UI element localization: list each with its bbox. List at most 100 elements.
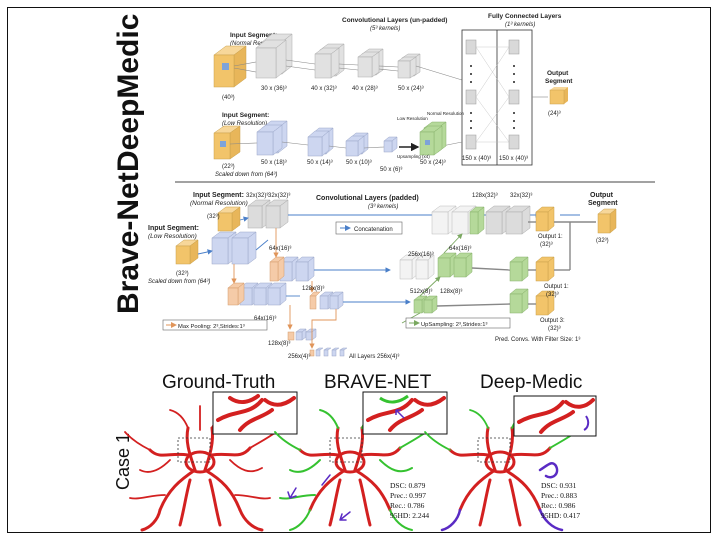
bn-upsampling-label: UpSampling: 2³,Strides:1³ bbox=[421, 322, 487, 328]
dm-output-size: (24)³ bbox=[548, 111, 561, 117]
dm-input-normal-cube bbox=[213, 45, 247, 88]
bn-input-normal-size: (32³) bbox=[207, 214, 220, 220]
bravenet-metric-dsc: DSC: 0.879 bbox=[390, 481, 426, 490]
dm-low-size-4: 50 x (6)³ bbox=[380, 167, 402, 173]
bn-input-low-cube bbox=[175, 239, 199, 265]
bn-decoder-stacks bbox=[399, 205, 555, 316]
bravenet-inset bbox=[362, 391, 448, 435]
dm-low-size-1: 50 x (18)³ bbox=[261, 160, 287, 166]
dm-normal-res-label: Normal Resolution bbox=[427, 111, 465, 116]
bravenet-metric-95hd: 95HD: 2.244 bbox=[390, 511, 430, 520]
bravenet-diagram: Input Segment: (Normal Resolution) Convo… bbox=[148, 192, 618, 360]
dm-upsampling-label: Upsampling (x4) bbox=[397, 154, 430, 159]
deepmedic-diagram: Input Segment: (Normal Resolution) Convo… bbox=[213, 13, 573, 178]
bravenet-metrics: DSC: 0.879 Prec.: 0.997 Rec.: 0.786 95HD… bbox=[390, 481, 429, 521]
dm-fc-block bbox=[461, 29, 548, 166]
bn-upsampling-legend: UpSampling: 2³,Strides:1³ bbox=[405, 317, 511, 329]
bravenet-metric-rec: Rec.: 0.786 bbox=[390, 501, 425, 510]
bn-input-low-size: (32³) bbox=[176, 271, 189, 277]
deepmedic-vessel-render bbox=[424, 409, 577, 532]
dm-fc-title: Fully Connected Layers bbox=[488, 13, 562, 20]
dm-input-low-sub: (Low Resolution) bbox=[222, 121, 267, 127]
bn-scaled: Scaled down from (64³) bbox=[148, 279, 210, 285]
bn-input-low-title: Input Segment: bbox=[148, 225, 199, 232]
dm-input-normal-sub: (Normal Resolution) bbox=[230, 41, 283, 47]
bn-conv-title: Convolutional Layers (padded) bbox=[316, 195, 419, 202]
bn-input-normal-sub: (Normal Resolution) bbox=[190, 200, 248, 207]
deepmedic-metric-95hd: 95HD: 0.417 bbox=[541, 511, 581, 520]
dm-output-sub: Segment bbox=[545, 78, 573, 85]
bn-size-label-2: 32x(32)³ bbox=[268, 193, 290, 199]
bn-input-normal-cube bbox=[217, 206, 241, 232]
bn-conv-sub: (3³ kernels) bbox=[368, 204, 398, 210]
dm-normal-size-3: 40 x (28)³ bbox=[352, 86, 378, 92]
bn-size-label-4: 128x(8)³ bbox=[302, 286, 324, 292]
deepmedic-metrics: DSC: 0.931 Prec.: 0.883 Rec.: 0.986 95HD… bbox=[541, 481, 580, 521]
dm-output-title: Output bbox=[547, 70, 569, 77]
dm-conv-sub: (5³ kernels) bbox=[370, 26, 400, 32]
dm-input-low-title: Input Segment: bbox=[222, 112, 269, 119]
dm-normal-size-2: 40 x (32)³ bbox=[311, 86, 337, 92]
bn-pooling-connectors bbox=[231, 228, 337, 349]
bn-output-title: Output bbox=[590, 192, 614, 199]
result-title-ground-truth: Ground-Truth bbox=[162, 372, 276, 393]
bn-size-label-6: 64x(16)³ bbox=[254, 316, 276, 322]
bn-input-low-sub: (Low Resolution) bbox=[148, 233, 197, 240]
bn-output3-label: Output 3: bbox=[540, 318, 565, 324]
bravenet-metric-prec: Prec.: 0.997 bbox=[390, 491, 427, 500]
dm-normal-size-1: 30 x (36)³ bbox=[261, 86, 287, 92]
bn-output-size: (32³) bbox=[596, 238, 609, 244]
bn-output1b-size: (32)³ bbox=[546, 292, 559, 298]
bn-size-label-1: 32x(32)³ bbox=[246, 193, 268, 199]
deepmedic-metric-prec: Prec.: 0.883 bbox=[541, 491, 578, 500]
dm-normal-size-4: 50 x (24)³ bbox=[398, 86, 424, 92]
dm-input-low-cube bbox=[213, 125, 241, 160]
bn-size-label-13: 128x(8)³ bbox=[440, 289, 462, 295]
bn-input-normal-title: Input Segment: bbox=[193, 192, 244, 199]
bn-max-pooling-label: Max Pooling: 2³,Strides:1³ bbox=[178, 324, 245, 330]
bn-output1a-label: Output 1: bbox=[538, 234, 563, 240]
dm-conv-title: Convolutional Layers (un-padded) bbox=[342, 17, 447, 24]
dm-normal-conv-stacks bbox=[255, 33, 421, 79]
dm-output-cube bbox=[549, 87, 568, 105]
bn-size-label-7: 128x(8)³ bbox=[268, 341, 290, 347]
dm-input-low-size: (22³) bbox=[222, 164, 235, 170]
results-figures bbox=[124, 391, 597, 532]
ground-truth-zoom-region bbox=[177, 437, 211, 463]
bn-output1b-label: Output 1: bbox=[544, 284, 569, 290]
deepmedic-metric-rec: Rec.: 0.986 bbox=[541, 501, 576, 510]
dm-fc-size-2: 150 x (40)³ bbox=[499, 156, 528, 162]
deepmedic-inset bbox=[513, 395, 597, 437]
dm-low-conv-stacks bbox=[256, 120, 398, 157]
architecture-diagram: Input Segment: (Normal Resolution) Convo… bbox=[148, 13, 655, 360]
bn-size-label-3: 64x(16)³ bbox=[269, 246, 291, 252]
dm-input-normal-size: (40³) bbox=[222, 95, 235, 101]
bn-size-label-12: 512x(8)³ bbox=[410, 289, 432, 295]
dm-fc-sub: (1³ kernels) bbox=[505, 22, 535, 28]
bn-encoder-stacks bbox=[211, 199, 348, 357]
bn-size-label-10: 256x(16)³ bbox=[408, 252, 434, 258]
dm-low-res-label: Low Resolution bbox=[397, 116, 428, 121]
deepmedic-metric-dsc: DSC: 0.931 bbox=[541, 481, 577, 490]
bn-pred-convs-label: Pred. Convs. With Filter Size: 1³ bbox=[495, 337, 580, 343]
result-title-bravenet: BRAVE-NET bbox=[324, 372, 432, 393]
slide-frame bbox=[7, 7, 711, 533]
dm-normal-res-green-stack bbox=[419, 121, 447, 156]
bn-max-pooling-legend: Max Pooling: 2³,Strides:1³ bbox=[162, 319, 268, 331]
bn-size-label-11: 64x(16)³ bbox=[449, 246, 471, 252]
bravenet-zoom-region bbox=[329, 437, 363, 463]
bn-concatenation-legend: Concatenation bbox=[335, 221, 403, 235]
bn-concatenation-label: Concatenation bbox=[354, 227, 393, 233]
bravenet-vessel-render bbox=[274, 409, 427, 531]
bn-output-cube bbox=[597, 208, 617, 234]
dm-low-size-3: 50 x (10)³ bbox=[346, 160, 372, 166]
dm-fc-size-1: 150 x (40)³ bbox=[462, 156, 491, 162]
dm-low-size-5: 50 x (24)³ bbox=[420, 160, 446, 166]
bn-size-label-9: 32x(32)³ bbox=[510, 193, 532, 199]
ground-truth-vessel-render bbox=[124, 405, 277, 532]
ground-truth-inset bbox=[212, 391, 298, 435]
bn-output-sub: Segment bbox=[588, 200, 618, 207]
result-title-deepmedic: Deep-Medic bbox=[480, 372, 583, 393]
dm-normal-path-connectors bbox=[233, 59, 463, 81]
bn-size-label-8: 128x(32)³ bbox=[472, 193, 498, 199]
